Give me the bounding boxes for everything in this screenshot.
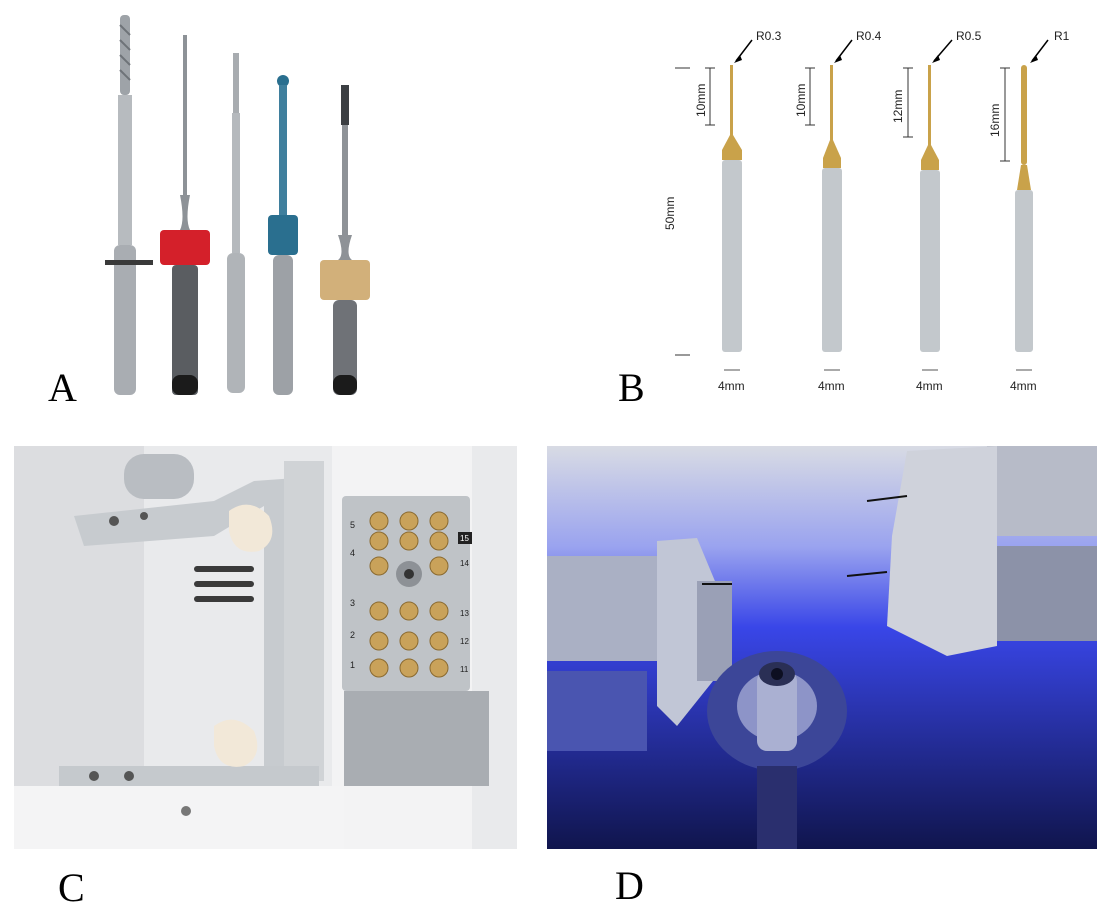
- total-length-label: 50mm: [663, 197, 677, 230]
- flute-length-label: 12mm: [891, 90, 905, 123]
- flute-length-label: 16mm: [988, 104, 1002, 137]
- panel-c-tool-magazine-photo: 5 4 3 2 1 15 14 13 12 11: [14, 446, 517, 849]
- slot-number: 12: [460, 637, 469, 646]
- shank-diameter-label: 4mm: [916, 379, 943, 393]
- slot-number: 2: [350, 630, 355, 640]
- slot-number: 4: [350, 548, 355, 558]
- flute-length-label: 10mm: [794, 84, 808, 117]
- right-spindle: [846, 446, 1097, 656]
- bur-3: [227, 53, 245, 393]
- bur-2-red: [160, 35, 210, 395]
- bur-5-brass: [320, 85, 370, 395]
- slot-number: 15: [460, 534, 469, 543]
- slot-number: 5: [350, 520, 355, 530]
- shank-diameter-label: 4mm: [818, 379, 845, 393]
- bur-b-3: 12mm R0.5 4mm: [891, 29, 982, 393]
- panel-a-burs-photo: [90, 5, 410, 400]
- slot-number: 13: [460, 609, 469, 618]
- tool-magazine: 5 4 3 2 1 15 14 13 12 11: [332, 446, 489, 849]
- radius-label: R0.5: [956, 29, 982, 43]
- tool-magazine-illustration: 5 4 3 2 1 15 14 13 12 11: [14, 446, 517, 849]
- panel-label-a: A: [48, 365, 77, 410]
- slot-number: 1: [350, 660, 355, 670]
- radius-label: R1: [1054, 29, 1070, 43]
- bur-b-1: 10mm R0.3 4mm: [694, 29, 782, 393]
- panel-d-spindles-photo: [547, 446, 1097, 849]
- panel-label-d: D: [615, 863, 644, 908]
- panel-label-c: C: [58, 865, 85, 909]
- burs-illustration: [105, 15, 370, 395]
- panel-label-b: B: [618, 365, 645, 410]
- radius-label: R0.3: [756, 29, 782, 43]
- left-spindle: [547, 538, 732, 751]
- radius-label: R0.4: [856, 29, 882, 43]
- shank-diameter-label: 4mm: [718, 379, 745, 393]
- slot-number: 14: [460, 559, 469, 568]
- central-collet: [707, 651, 847, 849]
- bur-dimension-diagram: 50mm 10mm R0.3 4mm 10mm: [663, 29, 1070, 393]
- slot-number: 11: [460, 665, 469, 674]
- spindles-illustration: [547, 446, 1097, 849]
- shank-diameter-label: 4mm: [1010, 379, 1037, 393]
- slot-number: 3: [350, 598, 355, 608]
- bur-4-blue: [268, 75, 298, 395]
- panel-b-bur-dimensions: 50mm 10mm R0.3 4mm 10mm: [660, 25, 1100, 400]
- bur-1: [105, 15, 153, 395]
- flute-length-label: 10mm: [694, 84, 708, 117]
- bur-b-2: 10mm R0.4 4mm: [794, 29, 882, 393]
- bur-b-4: 16mm R1 4mm: [988, 29, 1070, 393]
